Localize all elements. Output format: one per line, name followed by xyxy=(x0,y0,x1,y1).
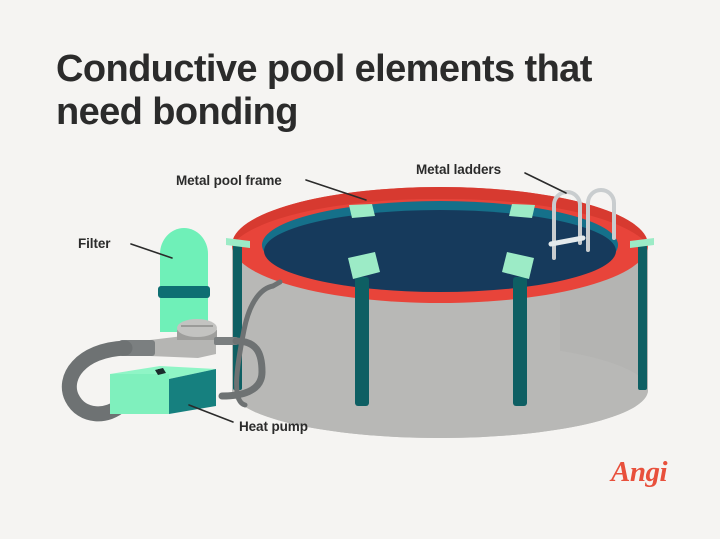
frame-post-front-left xyxy=(355,277,369,406)
angi-logo: Angi xyxy=(611,456,668,488)
leader-line-metal-ladders xyxy=(524,172,567,194)
filter-assembly xyxy=(119,228,238,358)
pool-rim-inner-shadow xyxy=(232,187,648,245)
ladder-step xyxy=(548,235,586,247)
filter-tank-band xyxy=(158,286,210,298)
ladder-rail-right xyxy=(586,188,616,252)
pool-structure xyxy=(232,187,648,438)
hoses xyxy=(61,279,283,422)
label-heat-pump: Heat pump xyxy=(239,419,308,434)
label-metal-pool-frame: Metal pool frame xyxy=(176,173,282,188)
frame-post-front-right-cap xyxy=(502,252,534,279)
label-filter: Filter xyxy=(78,236,111,251)
wall-hose-tip xyxy=(270,279,283,289)
heat-pump-side-face xyxy=(169,369,216,414)
ladder-rail-left xyxy=(552,190,582,260)
leader-line-heat-pump xyxy=(188,404,234,423)
frame-clip-back-right xyxy=(509,204,535,218)
frame-post-right-edge xyxy=(638,245,647,390)
wall-hose xyxy=(234,283,276,408)
pump-outlet-stub xyxy=(214,337,238,345)
leader-line-filter xyxy=(130,243,173,259)
leader-lines xyxy=(130,172,567,423)
frame-post-front-left-cap xyxy=(348,252,380,279)
frame-post-left-edge-cap xyxy=(226,238,250,248)
ladder xyxy=(548,188,616,260)
frame-post-front-right xyxy=(513,277,527,406)
label-metal-ladders: Metal ladders xyxy=(416,162,501,177)
pool-bottom xyxy=(232,342,648,438)
pump-cap-top xyxy=(177,319,217,337)
filter-tank xyxy=(160,228,208,281)
frame-post-right-edge-cap xyxy=(630,238,654,248)
pool-water-deep xyxy=(264,210,616,292)
intake-hose xyxy=(61,340,133,422)
frame-clip-back-left xyxy=(349,204,375,218)
page-title: Conductive pool elements that need bondi… xyxy=(56,48,592,133)
leader-line-metal-pool-frame xyxy=(305,179,367,201)
heat-pump-knob-stem xyxy=(158,369,162,373)
heat-pump-box xyxy=(110,366,216,414)
heat-pump-front-face xyxy=(110,374,169,414)
